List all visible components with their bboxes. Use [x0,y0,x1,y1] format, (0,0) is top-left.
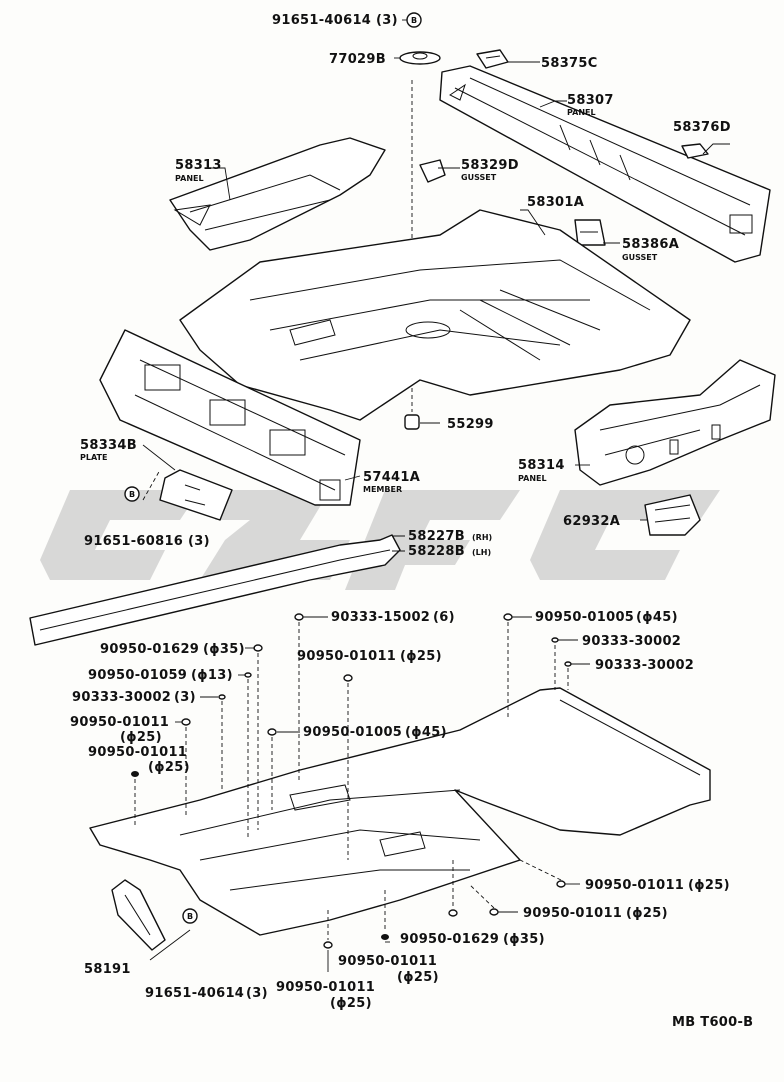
callout-58228b-detail: (LH) [472,548,491,557]
callout-90950-01629-a: 90950-01629 [100,642,199,657]
floor-pan-58301a [179,209,691,421]
svg-text:B: B [411,16,417,25]
callout-91651-60816-detail: (3) [188,534,210,549]
callout-58191: 58191 [84,962,131,977]
svg-text:B: B [129,490,135,499]
callout-58314-detail: PANEL [518,474,547,483]
callout-90950-01011-d-detail: (ϕ25) [688,878,730,893]
watermark-logo [40,490,720,590]
front-floor-pan [89,687,711,936]
callout-90950-01011-f: 90950-01011 [338,954,437,969]
callout-90950-01011-b: 90950-01011 [70,715,169,730]
callout-91651-40614-bottom: 91651-40614 [145,986,244,1001]
callout-90950-01011-e-detail: (ϕ25) [626,906,668,921]
callout-90950-01011-g: 90950-01011 [276,980,375,995]
callout-90950-01011-g-detail: (ϕ25) [330,996,372,1011]
gusset-58329d [419,159,446,183]
callout-90950-01629-a-detail: (ϕ35) [203,642,245,657]
bolt-symbols: B B B [124,12,422,924]
callout-58301a: 58301A [527,195,584,210]
callout-55299: 55299 [447,417,494,432]
plug-55299 [404,414,420,430]
callout-57441a: 57441A [363,470,420,485]
callout-58307: 58307 [567,93,614,108]
callout-58228b: 58228B [408,544,465,559]
callout-90950-01629-b: 90950-01629 [400,932,499,947]
callout-90333-30002-c: 90333-30002 [72,690,171,705]
washer-77029b [399,51,441,65]
bolt-symbol-top: B [406,12,422,28]
callout-90333-15002: 90333-15002 [331,610,430,625]
callout-90333-30002-b: 90333-30002 [595,658,694,673]
callout-57441a-detail: MEMBER [363,485,402,494]
bracket-58191 [111,879,166,951]
diagram-code: MB T600-B [672,1015,753,1030]
bracket-58375c [476,49,509,69]
callout-90950-01011-c: 90950-01011 [88,745,187,760]
callout-90950-01011-d: 90950-01011 [585,878,684,893]
callout-58227b: 58227B [408,529,465,544]
callout-90950-01011-e: 90950-01011 [523,906,622,921]
callout-58334b: 58334B [80,438,137,453]
callout-62932a: 62932A [563,514,620,529]
callout-58376d: 58376D [673,120,731,135]
callout-58375c: 58375C [541,56,598,71]
leader-lines [142,19,730,972]
callout-58386a: 58386A [622,237,679,252]
bolt-symbol-bottom: B [182,908,198,924]
callout-90950-01005-a: 90950-01005 [535,610,634,625]
sill-rail-58227b [29,534,401,646]
callout-58307-detail: PANEL [567,108,596,117]
callout-90950-01011-f-detail: (ϕ25) [397,970,439,985]
svg-text:B: B [187,912,193,921]
callout-90950-01629-b-detail: (ϕ35) [503,932,545,947]
callout-90333-15002-detail: (6) [433,610,455,625]
callout-90950-01011-a-detail: (ϕ25) [400,649,442,664]
callout-91651-40614-bottom-detail: (3) [246,986,268,1001]
panel-58314 [574,359,776,486]
bracket-58376d [681,143,709,159]
callout-90950-01005-b-detail: (ϕ45) [405,725,447,740]
callout-58329d-detail: GUSSET [461,173,497,182]
callout-90950-01059: 90950-01059 [88,668,187,683]
callout-90950-01011-b-detail: (ϕ25) [120,730,162,745]
callout-90950-01005-a-detail: (ϕ45) [636,610,678,625]
member-57441a [99,329,361,506]
fastener-drop-lines [134,622,569,940]
callout-58334b-detail: PLATE [80,453,107,462]
plate-58334b [159,469,233,521]
callout-90950-01011-c-detail: (ϕ25) [148,760,190,775]
bolt-symbol-mid: B [124,486,140,502]
gusset-58386a [574,219,606,246]
callout-91651-40614-top-detail: (3) [376,13,398,28]
callout-58313: 58313 [175,158,222,173]
callout-58227b-detail: (RH) [472,533,492,542]
callout-58313-detail: PANEL [175,174,204,183]
callout-90333-30002-c-detail: (3) [174,690,196,705]
callout-labels: 91651-40614 (3) 77029B 58375C 58307 PANE… [70,13,753,1030]
callout-91651-40614-top: 91651-40614 [272,13,371,28]
bracket-62932a [644,494,701,536]
callout-58314: 58314 [518,458,565,473]
panel-58313 [169,137,386,251]
callout-58329d: 58329D [461,158,519,173]
callout-91651-60816: 91651-60816 [84,534,183,549]
callout-90950-01011-a: 90950-01011 [297,649,396,664]
callout-90950-01005-b: 90950-01005 [303,725,402,740]
callout-58386a-detail: GUSSET [622,253,658,262]
callout-90333-30002-a: 90333-30002 [582,634,681,649]
callout-90950-01059-detail: (ϕ13) [191,668,233,683]
panel-58307 [439,65,771,263]
callout-77029b: 77029B [329,52,386,67]
